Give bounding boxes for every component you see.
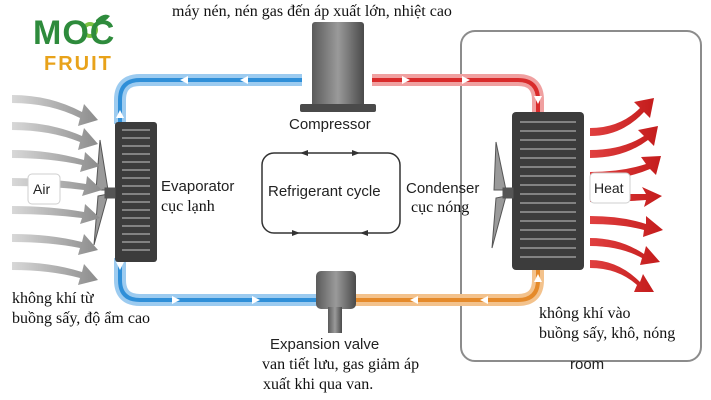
room-box bbox=[460, 30, 702, 362]
logo-fruit: FRUIT bbox=[44, 53, 113, 75]
heat-box bbox=[589, 172, 631, 204]
air-label: Air bbox=[33, 181, 51, 197]
pipe-warm-bottom bbox=[352, 268, 544, 306]
intake-text-2: buồng sấy, độ ẩm cao bbox=[12, 310, 151, 327]
valve-vi-text-1: van tiết lưu, gas giảm áp bbox=[262, 356, 420, 373]
cycle-arrows bbox=[292, 150, 368, 236]
expansion-valve-unit bbox=[316, 271, 356, 333]
condenser-label: Condenser bbox=[406, 180, 480, 197]
outlet-text-2: buồng sấy, khô, nóng bbox=[539, 325, 676, 342]
valve-label: Expansion valve bbox=[270, 336, 380, 353]
compressor-note: máy nén, nén gas đến áp xuất lớn, nhiệt … bbox=[172, 3, 452, 20]
pipe-hot-top bbox=[372, 74, 544, 114]
room-label: room bbox=[570, 356, 605, 373]
pipe-cold-bottom bbox=[114, 258, 318, 306]
air-box bbox=[27, 173, 61, 205]
condenser-coil bbox=[512, 112, 584, 270]
evaporator-label: Evaporator bbox=[161, 178, 235, 195]
compressor-unit bbox=[300, 22, 376, 112]
evaporator-coil bbox=[115, 122, 157, 262]
condenser-fan bbox=[491, 141, 514, 249]
logo-moc: MOC bbox=[33, 14, 116, 52]
condenser-vi-label: cục nóng bbox=[411, 199, 470, 216]
valve-vi-text-2: xuất khi qua van. bbox=[263, 376, 374, 393]
evaporator-fan bbox=[93, 139, 116, 246]
flow-arrows bbox=[116, 76, 542, 304]
outlet-text-1: không khí vào bbox=[539, 305, 631, 322]
refrigerant-cycle-label: Refrigerant cycle bbox=[268, 183, 381, 200]
heat-label: Heat bbox=[594, 180, 624, 196]
logo-leaf-icon bbox=[82, 14, 110, 38]
intake-text-1: không khí từ bbox=[12, 290, 94, 307]
refrigerant-cycle-loop bbox=[261, 152, 401, 234]
compressor-label: Compressor bbox=[289, 116, 371, 133]
pipe-cold-top bbox=[114, 74, 302, 124]
evaporator-vi-label: cục lạnh bbox=[161, 198, 215, 215]
